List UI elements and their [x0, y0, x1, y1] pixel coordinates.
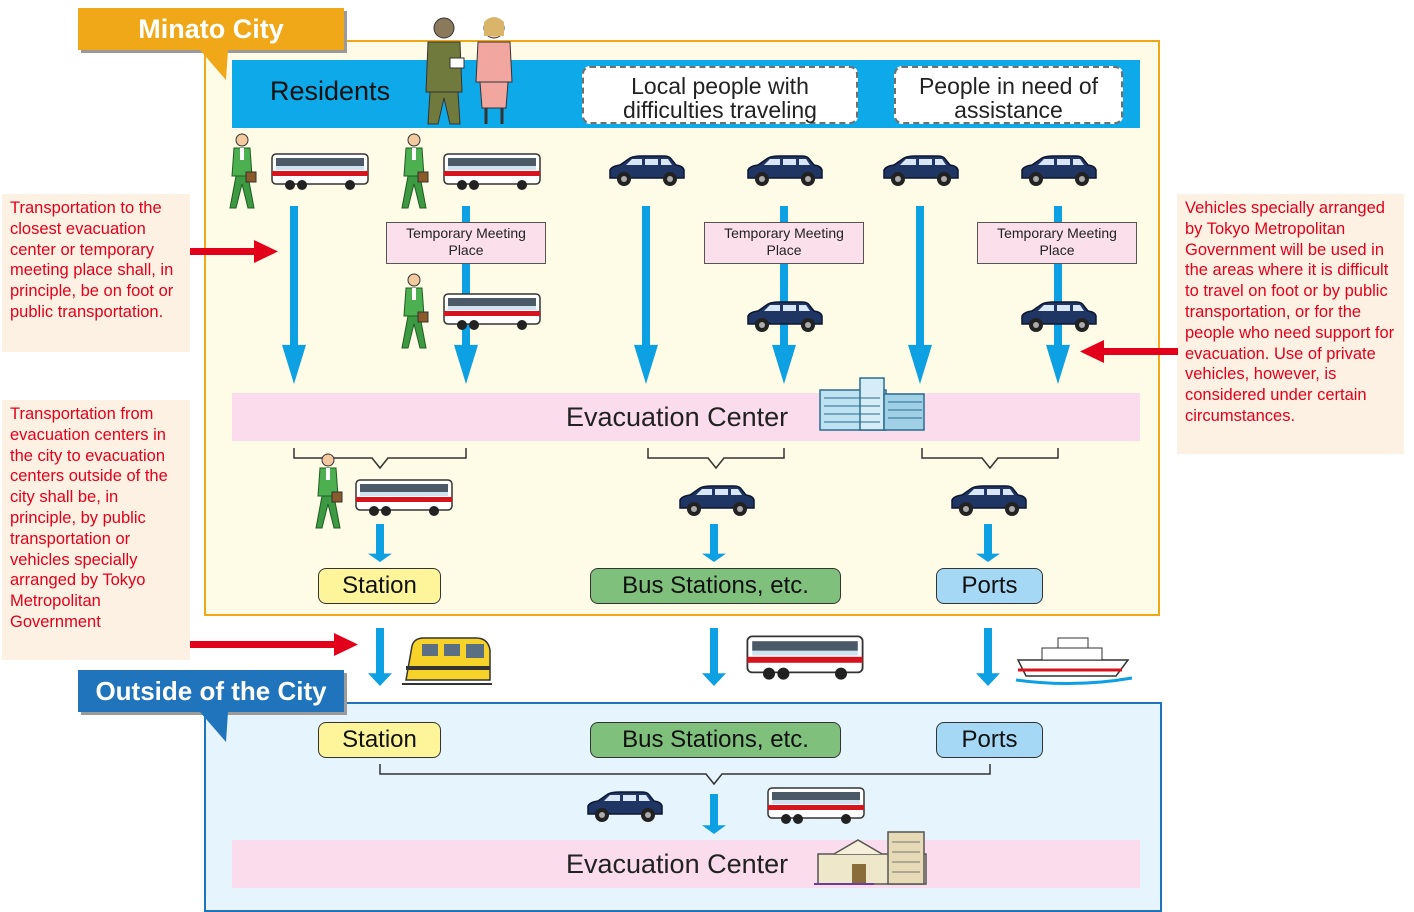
note-special-vehicles: Vehicles specially arranged by Tokyo Met… [1177, 194, 1404, 454]
evacuation-center-outside [232, 840, 1140, 888]
outside-grouping-bracket [379, 764, 991, 786]
assistance-needed-group: People in need of assistance [894, 66, 1123, 124]
car-icon [1016, 300, 1100, 334]
bus-icon [766, 786, 866, 826]
car-icon [742, 300, 826, 334]
temporary-meeting-place: Temporary Meeting Place [704, 222, 864, 264]
temporary-meeting-place: Temporary Meeting Place [386, 222, 546, 264]
minato-city-region [204, 40, 1160, 616]
note-arrow [190, 240, 278, 263]
outside-tag-pointer [200, 712, 228, 742]
building-icon [819, 377, 925, 431]
evacuation-center-outside-label: Evacuation Center [566, 849, 789, 879]
residents-people-icon [425, 17, 513, 125]
bus-icon [442, 152, 542, 192]
bus-icon [442, 292, 542, 332]
flow-arrow [908, 206, 932, 384]
note-arrow [190, 633, 358, 656]
walking-person-icon [310, 452, 346, 532]
ship-icon [1015, 637, 1133, 686]
car-icon [946, 484, 1030, 518]
flow-arrow [976, 628, 1000, 686]
difficulties-traveling-group: Local people with difficulties traveling [582, 66, 858, 124]
car-icon [674, 484, 758, 518]
station-city: Station [318, 568, 441, 604]
bus-icon [354, 478, 454, 518]
note-to-evacuation-center: Transportation to the closest evacuation… [2, 194, 190, 352]
walking-person-icon [396, 272, 432, 352]
evacuation-center-city [232, 393, 1140, 441]
walking-person-icon [224, 132, 260, 212]
station-outside: Station [318, 722, 441, 758]
car-icon [604, 154, 688, 188]
bus-icon [746, 635, 864, 681]
grouping-brackets [293, 448, 1059, 470]
bus-icon [270, 152, 370, 192]
ports-city: Ports [936, 568, 1043, 604]
car-icon [878, 154, 962, 188]
temporary-meeting-place: Temporary Meeting Place [977, 222, 1137, 264]
flow-arrow [634, 206, 658, 384]
minato-city-tag: Minato City [78, 8, 344, 50]
car-icon [742, 154, 826, 188]
train-icon [402, 637, 492, 685]
flow-arrow [282, 206, 306, 384]
flow-arrow [702, 794, 726, 834]
flow-arrow [976, 524, 1000, 562]
note-arrow [1080, 340, 1178, 363]
car-icon [1016, 154, 1100, 188]
bus-stations-city: Bus Stations, etc. [590, 568, 841, 604]
evacuation-center-label: Evacuation Center [566, 402, 789, 432]
residents-label: Residents [270, 76, 391, 106]
walking-person-icon [396, 132, 432, 212]
city-tag-pointer [200, 50, 228, 80]
note-outside-transport: Transportation from evacuation centers i… [2, 400, 190, 660]
school-building-icon [814, 831, 927, 885]
flow-arrow [702, 628, 726, 686]
bus-stations-outside: Bus Stations, etc. [590, 722, 841, 758]
flow-arrow [368, 524, 392, 562]
ports-outside: Ports [936, 722, 1043, 758]
car-icon [582, 790, 666, 824]
flow-arrow [702, 524, 726, 562]
flow-arrow [368, 628, 392, 686]
outside-city-tag: Outside of the City [78, 670, 344, 712]
